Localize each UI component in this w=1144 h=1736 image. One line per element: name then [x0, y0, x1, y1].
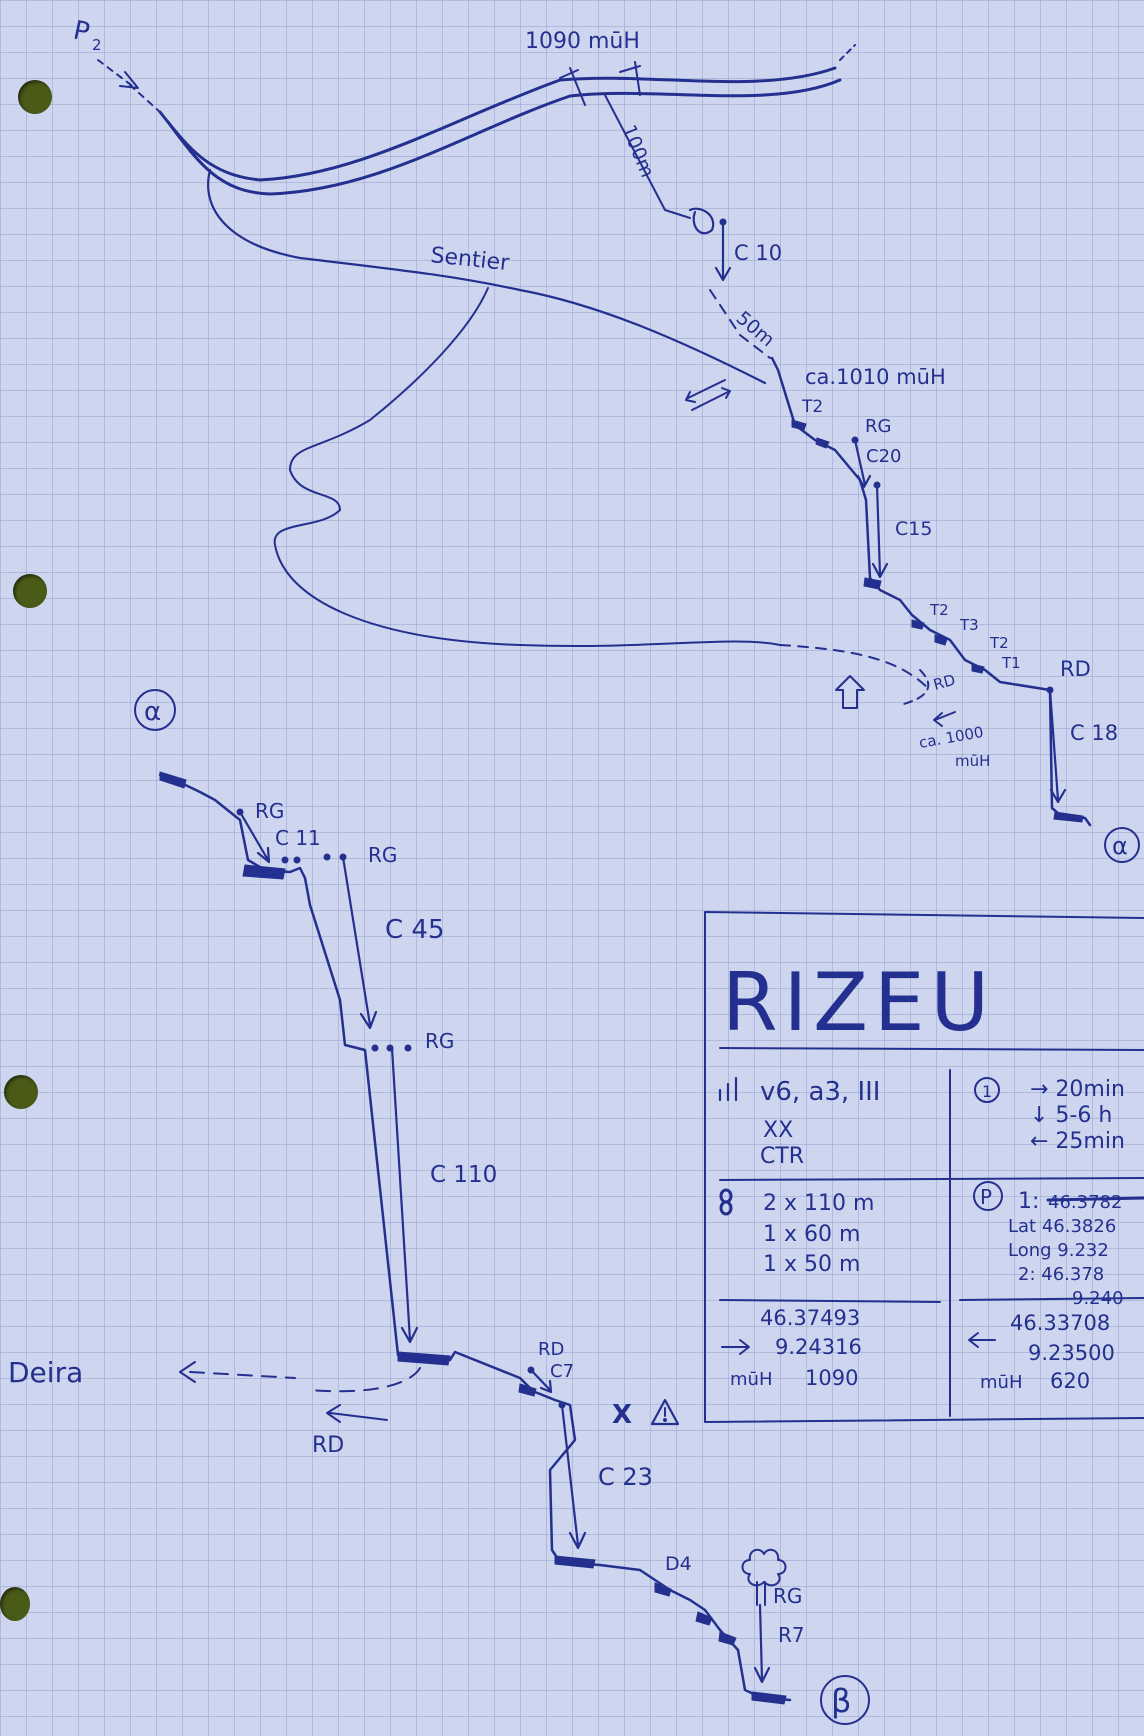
- time-icon: [974, 1077, 1000, 1103]
- start-elev-label: mūH: [730, 1369, 772, 1390]
- label-c110: C 110: [430, 1162, 497, 1188]
- approach-time: → 20min: [1030, 1077, 1125, 1102]
- elevation-1000: ca. 1000: [918, 723, 985, 752]
- end-elev-label: mūH: [980, 1372, 1022, 1393]
- rating-extra-1: XX: [763, 1118, 793, 1143]
- distance-50m: 50m: [732, 307, 779, 351]
- parking-label: P: [71, 16, 93, 49]
- exit-rd-arrow: [899, 669, 956, 727]
- rope-2: 1 x 60 m: [763, 1222, 860, 1247]
- distance-100m: 100m: [617, 122, 658, 181]
- binder-hole-4: [0, 1587, 30, 1621]
- elevation-1010: ca.1010 mūH: [805, 365, 946, 389]
- rating-value: v6, a3, III: [760, 1077, 880, 1107]
- binder-hole-1: [18, 80, 52, 114]
- rating-icon: [718, 1076, 738, 1102]
- binder-hole-3: [4, 1075, 38, 1109]
- strikethrough: [1046, 1196, 1144, 1202]
- rope-3: 1 x 50 m: [763, 1252, 860, 1277]
- start-lat: 46.37493: [760, 1306, 860, 1330]
- rope-icon: [719, 1188, 733, 1216]
- label-c23: C 23: [598, 1463, 653, 1491]
- label-c15: C15: [895, 518, 932, 540]
- label-rg-c: RG: [368, 843, 397, 867]
- road: [129, 44, 856, 196]
- label-t2-c: T2: [989, 634, 1009, 652]
- parking-2: 2: 46.378: [1018, 1264, 1104, 1285]
- label-c20: C20: [866, 446, 901, 467]
- beta-marker: [820, 1675, 870, 1725]
- lower-rappel-arrows: [236, 808, 771, 1684]
- alpha-marker-end: [1104, 827, 1140, 863]
- parking-long: Long 9.232: [1008, 1240, 1109, 1261]
- label-rg-a: RG: [865, 416, 891, 437]
- label-rd-a: RD: [1060, 657, 1091, 681]
- label-r7: R7: [778, 1623, 805, 1647]
- beta-symbol: β: [831, 1682, 851, 1720]
- parking-lat: Lat 46.3826: [1008, 1216, 1116, 1237]
- label-c18: C 18: [1070, 721, 1118, 745]
- alpha-symbol-start: α: [144, 697, 161, 727]
- label-c45: C 45: [385, 915, 445, 945]
- parking-1-struck: 46.3782: [1048, 1192, 1122, 1213]
- lower-canyon-line: [158, 771, 792, 1705]
- parking-2-long: 9.240: [1072, 1288, 1124, 1309]
- label-t3: T3: [959, 616, 979, 634]
- info-box: [704, 911, 1144, 1423]
- upper-canyon-line: [688, 207, 1092, 827]
- label-c7: C7: [550, 1361, 574, 1382]
- warning-icon: [650, 1398, 680, 1426]
- start-elev: 1090: [805, 1366, 858, 1390]
- label-rd-b: RD: [931, 671, 957, 694]
- label-rg-b: RG: [255, 799, 284, 823]
- deira-label: Deira: [8, 1356, 83, 1389]
- exit-up-arrow: [835, 675, 865, 709]
- label-rg-e: RG: [773, 1584, 802, 1608]
- sentier-label: Sentier: [429, 243, 511, 276]
- elevation-1000-unit: mūH: [955, 752, 990, 770]
- rating-extra-2: CTR: [760, 1144, 804, 1169]
- label-c11: C 11: [275, 826, 321, 850]
- label-t2-a: T2: [801, 397, 823, 417]
- bidirectional-arrows: [685, 379, 731, 411]
- time-icon-digit: 1: [982, 1082, 992, 1101]
- approach-path: [207, 94, 931, 691]
- rope-1: 2 x 110 m: [763, 1191, 874, 1216]
- parking-icon-letter: P: [980, 1185, 992, 1209]
- lower-dots: [281, 853, 412, 1052]
- end-arrow: [968, 1332, 996, 1348]
- deira-exit: [179, 1361, 421, 1423]
- start-long: 9.24316: [775, 1335, 862, 1359]
- alpha-symbol-end: α: [1112, 832, 1128, 860]
- descent-time: ↓ 5-6 h: [1030, 1103, 1112, 1128]
- end-elev: 620: [1050, 1369, 1090, 1393]
- start-arrow: [721, 1339, 750, 1355]
- label-rd-c: RD: [312, 1433, 344, 1458]
- label-t1: T1: [1001, 654, 1021, 672]
- danger-mark: X: [612, 1400, 632, 1430]
- parking-label-sub: 2: [92, 36, 102, 54]
- parking-1-label: 1:: [1018, 1189, 1039, 1214]
- label-c10: C 10: [734, 241, 782, 265]
- return-time: ← 25min: [1030, 1129, 1125, 1154]
- elevation-top: 1090 mūH: [525, 29, 640, 54]
- end-long: 9.23500: [1028, 1341, 1115, 1365]
- label-t2-b: T2: [929, 601, 949, 619]
- tree-icon: [741, 1548, 787, 1606]
- parking-arrow: [97, 59, 139, 89]
- label-rg-d: RG: [425, 1029, 454, 1053]
- end-lat: 46.33708: [1010, 1311, 1110, 1335]
- label-rd-d: RD: [538, 1339, 564, 1360]
- alpha-marker-start: [134, 689, 176, 731]
- canyon-title: RIZEU: [722, 956, 995, 1049]
- parking-icon: [973, 1181, 1003, 1211]
- binder-hole-2: [13, 574, 47, 608]
- label-d4: D4: [665, 1553, 692, 1575]
- upper-rappel-arrows: [714, 218, 1067, 804]
